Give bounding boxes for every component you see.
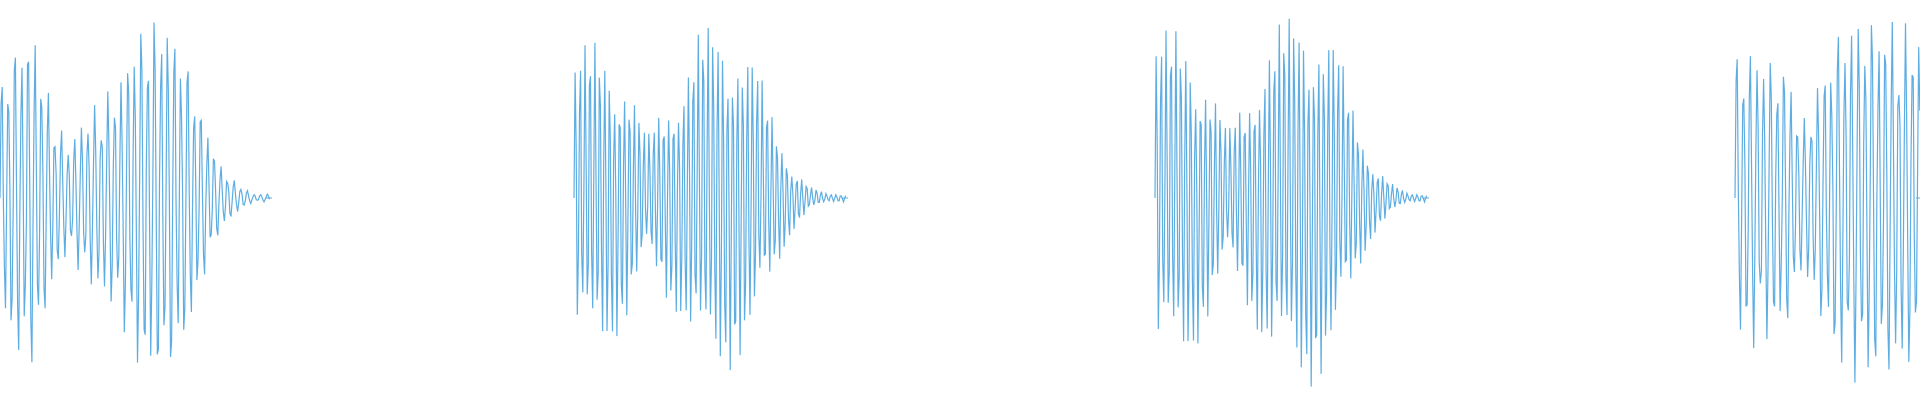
waveform-burst — [0, 22, 272, 363]
waveform-trace — [1154, 18, 1428, 387]
waveform-burst — [1734, 21, 1920, 383]
waveform-trace — [1734, 21, 1920, 383]
waveform-trace — [573, 27, 847, 371]
waveform-trace — [0, 22, 271, 363]
waveform-burst — [1154, 18, 1429, 387]
waveform-burst — [573, 27, 848, 371]
